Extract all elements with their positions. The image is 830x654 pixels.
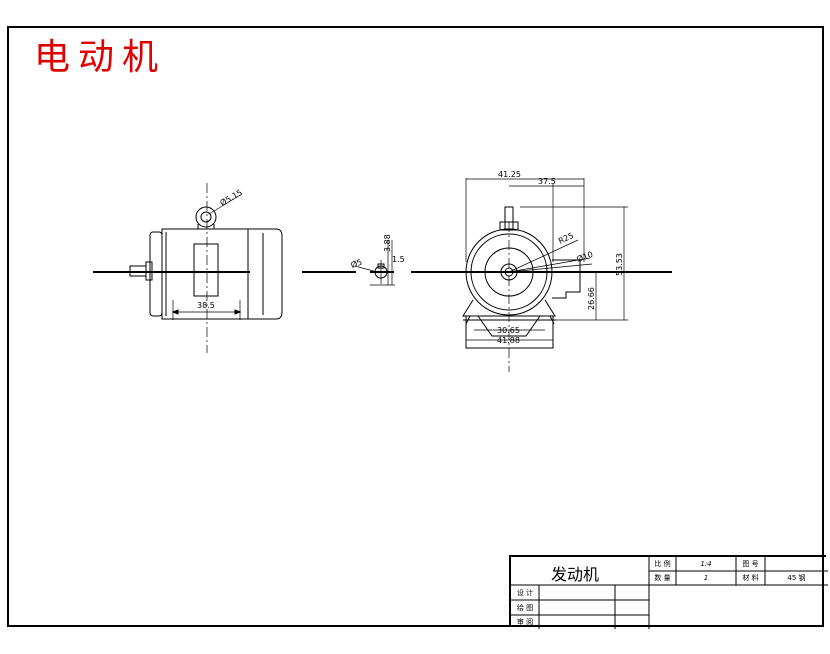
page-title: 电动机 (34, 37, 167, 78)
front-width-total-label: 41.25 (498, 170, 521, 179)
detail-h1-label: 3.88 (383, 234, 392, 252)
part-name: 发动机 (551, 565, 600, 584)
base-w2-label: 41.88 (497, 336, 520, 345)
side-hole-dia-label: Ø5.15 (218, 187, 244, 208)
detail-h2-label: 1.5 (392, 255, 405, 264)
material-label: 材 料 (742, 574, 759, 582)
designer-label: 设 计 (516, 589, 534, 597)
reviewer-label: 审 阅 (516, 618, 534, 626)
front-lower-label: 26.66 (587, 287, 596, 310)
material-value: 45 钢 (787, 574, 806, 582)
side-view (93, 183, 283, 353)
quantity-label: 数 量 (654, 574, 671, 582)
scale-label: 比 例 (654, 560, 671, 568)
shaft-detail-view (302, 240, 468, 286)
front-small-label: Ø10 (575, 249, 594, 264)
scale-value: 1:4 (700, 560, 712, 568)
side-length-label: 38.5 (197, 301, 215, 310)
front-view (462, 178, 672, 372)
drafter-label: 绘 图 (516, 604, 534, 612)
drawing-no-label: 图 号 (742, 560, 759, 568)
front-radius-label: R25 (557, 231, 575, 246)
detail-dia-label: Ø5 (349, 257, 363, 270)
quantity-value: 1 (703, 574, 709, 582)
front-height-label: 53.53 (615, 253, 624, 276)
drawing-frame (7, 26, 824, 627)
base-w1-label: 30.65 (497, 326, 520, 335)
title-block-grid (511, 557, 828, 629)
front-width-inner-label: 37.5 (538, 177, 556, 186)
title-block: 发动机 比 例 1:4 图 号 数 量 1 材 料 45 钢 设 计 绘 图 审… (509, 555, 828, 629)
